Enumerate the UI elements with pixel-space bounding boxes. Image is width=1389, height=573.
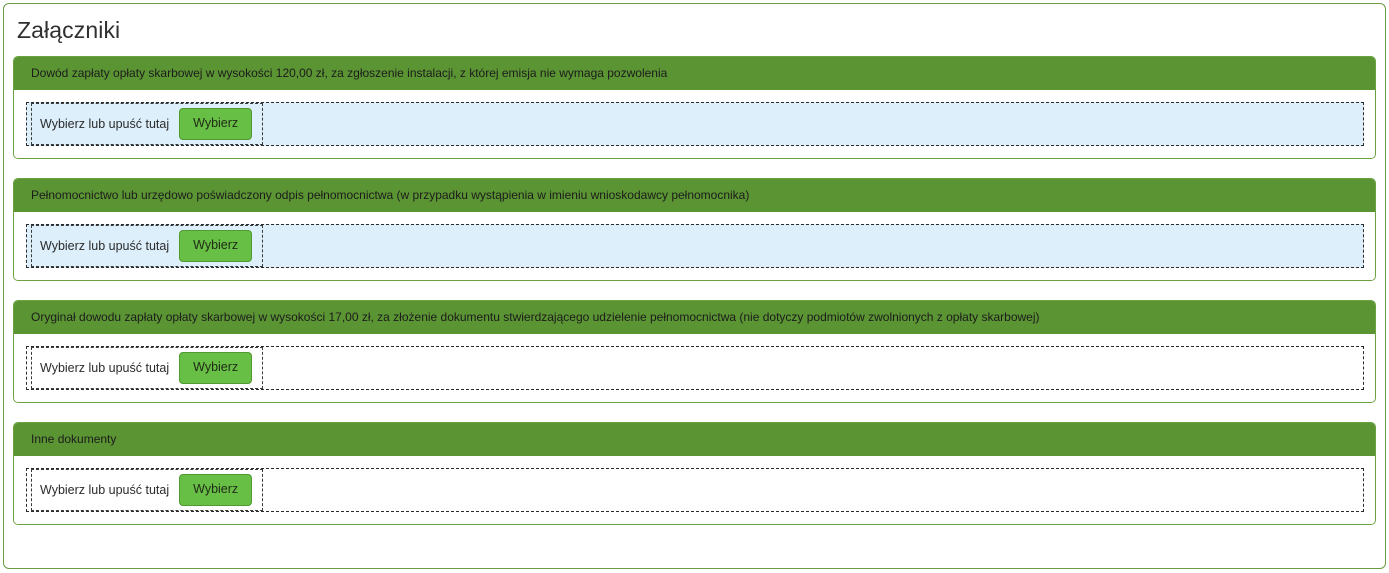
attachment-section-header: Pełnomocnictwo lub urzędowo poświadczony… bbox=[14, 179, 1375, 212]
attachment-section-body: Wybierz lub upuść tutaj Wybierz bbox=[14, 212, 1375, 280]
choose-file-button[interactable]: Wybierz bbox=[179, 108, 253, 140]
attachment-section: Pełnomocnictwo lub urzędowo poświadczony… bbox=[13, 178, 1376, 281]
choose-file-button[interactable]: Wybierz bbox=[179, 474, 253, 506]
file-dropzone-label-box: Wybierz lub upuść tutaj Wybierz bbox=[31, 103, 264, 145]
file-dropzone-label-box: Wybierz lub upuść tutaj Wybierz bbox=[31, 347, 264, 389]
attachments-panel: Załączniki Dowód zapłaty opłaty skarbowe… bbox=[3, 3, 1386, 569]
choose-file-button[interactable]: Wybierz bbox=[179, 352, 253, 384]
page-title: Załączniki bbox=[17, 17, 121, 43]
attachment-section: Inne dokumenty Wybierz lub upuść tutaj W… bbox=[13, 422, 1376, 525]
file-dropzone-label-box: Wybierz lub upuść tutaj Wybierz bbox=[31, 469, 264, 511]
choose-file-button[interactable]: Wybierz bbox=[179, 230, 253, 262]
attachment-section: Oryginał dowodu zapłaty opłaty skarbowej… bbox=[13, 300, 1376, 403]
file-dropzone[interactable]: Wybierz lub upuść tutaj Wybierz bbox=[26, 224, 1364, 268]
file-dropzone[interactable]: Wybierz lub upuść tutaj Wybierz bbox=[26, 346, 1364, 390]
attachment-section-body: Wybierz lub upuść tutaj Wybierz bbox=[14, 334, 1375, 402]
attachment-section-header: Dowód zapłaty opłaty skarbowej w wysokoś… bbox=[14, 57, 1375, 90]
file-dropzone-hint: Wybierz lub upuść tutaj bbox=[40, 239, 170, 253]
attachment-section: Dowód zapłaty opłaty skarbowej w wysokoś… bbox=[13, 56, 1376, 159]
file-dropzone-hint: Wybierz lub upuść tutaj bbox=[40, 361, 170, 375]
attachment-section-body: Wybierz lub upuść tutaj Wybierz bbox=[14, 90, 1375, 158]
file-dropzone[interactable]: Wybierz lub upuść tutaj Wybierz bbox=[26, 102, 1364, 146]
attachment-section-header: Inne dokumenty bbox=[14, 423, 1375, 456]
attachment-sections-list: Dowód zapłaty opłaty skarbowej w wysokoś… bbox=[13, 56, 1376, 525]
file-dropzone-label-box: Wybierz lub upuść tutaj Wybierz bbox=[31, 225, 264, 267]
file-dropzone-hint: Wybierz lub upuść tutaj bbox=[40, 483, 170, 497]
attachment-section-header: Oryginał dowodu zapłaty opłaty skarbowej… bbox=[14, 301, 1375, 334]
file-dropzone-hint: Wybierz lub upuść tutaj bbox=[40, 117, 170, 131]
file-dropzone[interactable]: Wybierz lub upuść tutaj Wybierz bbox=[26, 468, 1364, 512]
attachment-section-body: Wybierz lub upuść tutaj Wybierz bbox=[14, 456, 1375, 524]
